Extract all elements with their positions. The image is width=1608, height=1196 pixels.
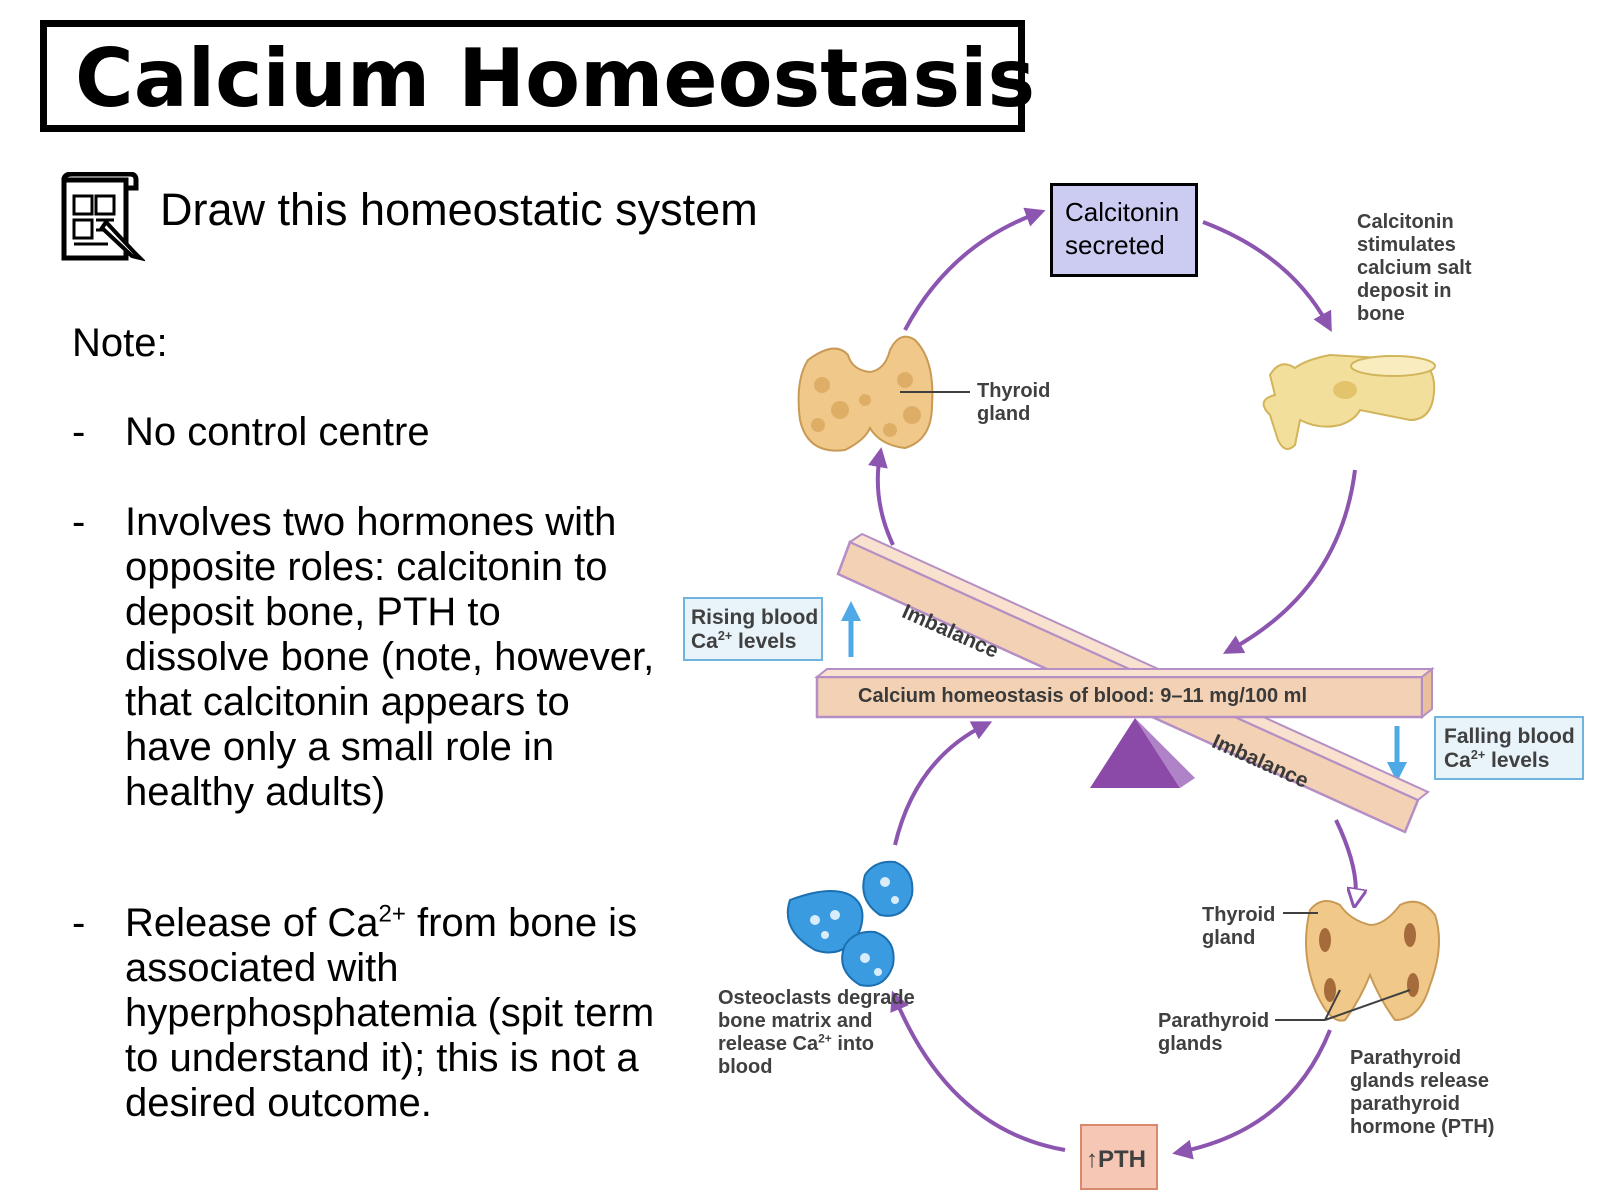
osteoclasts-label: Osteoclasts degrade bone matrix and rele…: [718, 987, 915, 1078]
title-box: Calcium Homeostasis: [40, 20, 1035, 132]
page-title: Calcium Homeostasis: [75, 32, 1036, 125]
osteoclasts-icon: [786, 860, 914, 987]
arrow-osteoclasts-to-setpoint: [893, 721, 993, 846]
note-item-1: No control centre: [125, 410, 430, 454]
note-item-2: Involves two hormones with opposite role…: [125, 500, 655, 814]
parathyroid-label: Parathyroid glands: [1158, 1010, 1270, 1055]
bone-vertebra-icon: [1262, 353, 1436, 450]
bullet-marker: -: [72, 410, 86, 454]
pth-label: PTH: [1098, 1146, 1146, 1173]
thyroid-gland-icon: [797, 335, 934, 452]
bullet-marker: -: [72, 500, 86, 544]
fulcrum-icon: [1090, 718, 1180, 788]
thyroid-top-label: Thyroid gland: [977, 380, 1051, 425]
pth-box: ↑PTH: [1080, 1124, 1158, 1190]
pth-release-label: Parathyroid glands release parathyroid h…: [1350, 1047, 1495, 1138]
setpoint-label: Calcium homeostasis of blood: 9–11 mg/10…: [858, 685, 1308, 707]
thyroid-bottom-label: Thyroid gland: [1202, 904, 1276, 949]
arrow-thyroid-to-calcitonin: [903, 207, 1046, 331]
arrow-bone-to-setpoint: [1222, 469, 1357, 654]
arrow-pth-to-osteoclasts: [890, 990, 1066, 1152]
arrow-falling-to-parathyroid: [1334, 819, 1356, 902]
setpoint-beam: [815, 675, 1424, 719]
note-item-3: Release of Ca2+ from bone is associated …: [125, 900, 655, 1125]
instruction-text: Draw this homeostatic system: [160, 184, 758, 235]
calcitonin-secreted-box: Calcitonin secreted: [1050, 183, 1198, 277]
arrow-beam-to-thyroid: [868, 447, 895, 546]
calcitonin-effect-label: Calcitonin stimulates calcium salt depos…: [1357, 211, 1472, 325]
drawing-plan-icon: [61, 172, 145, 262]
arrow-calcitonin-to-bone: [1202, 220, 1332, 333]
note-label: Note:: [72, 321, 168, 365]
arrow-parathyroid-to-pth: [1172, 1029, 1332, 1160]
bullet-marker: -: [72, 901, 86, 945]
